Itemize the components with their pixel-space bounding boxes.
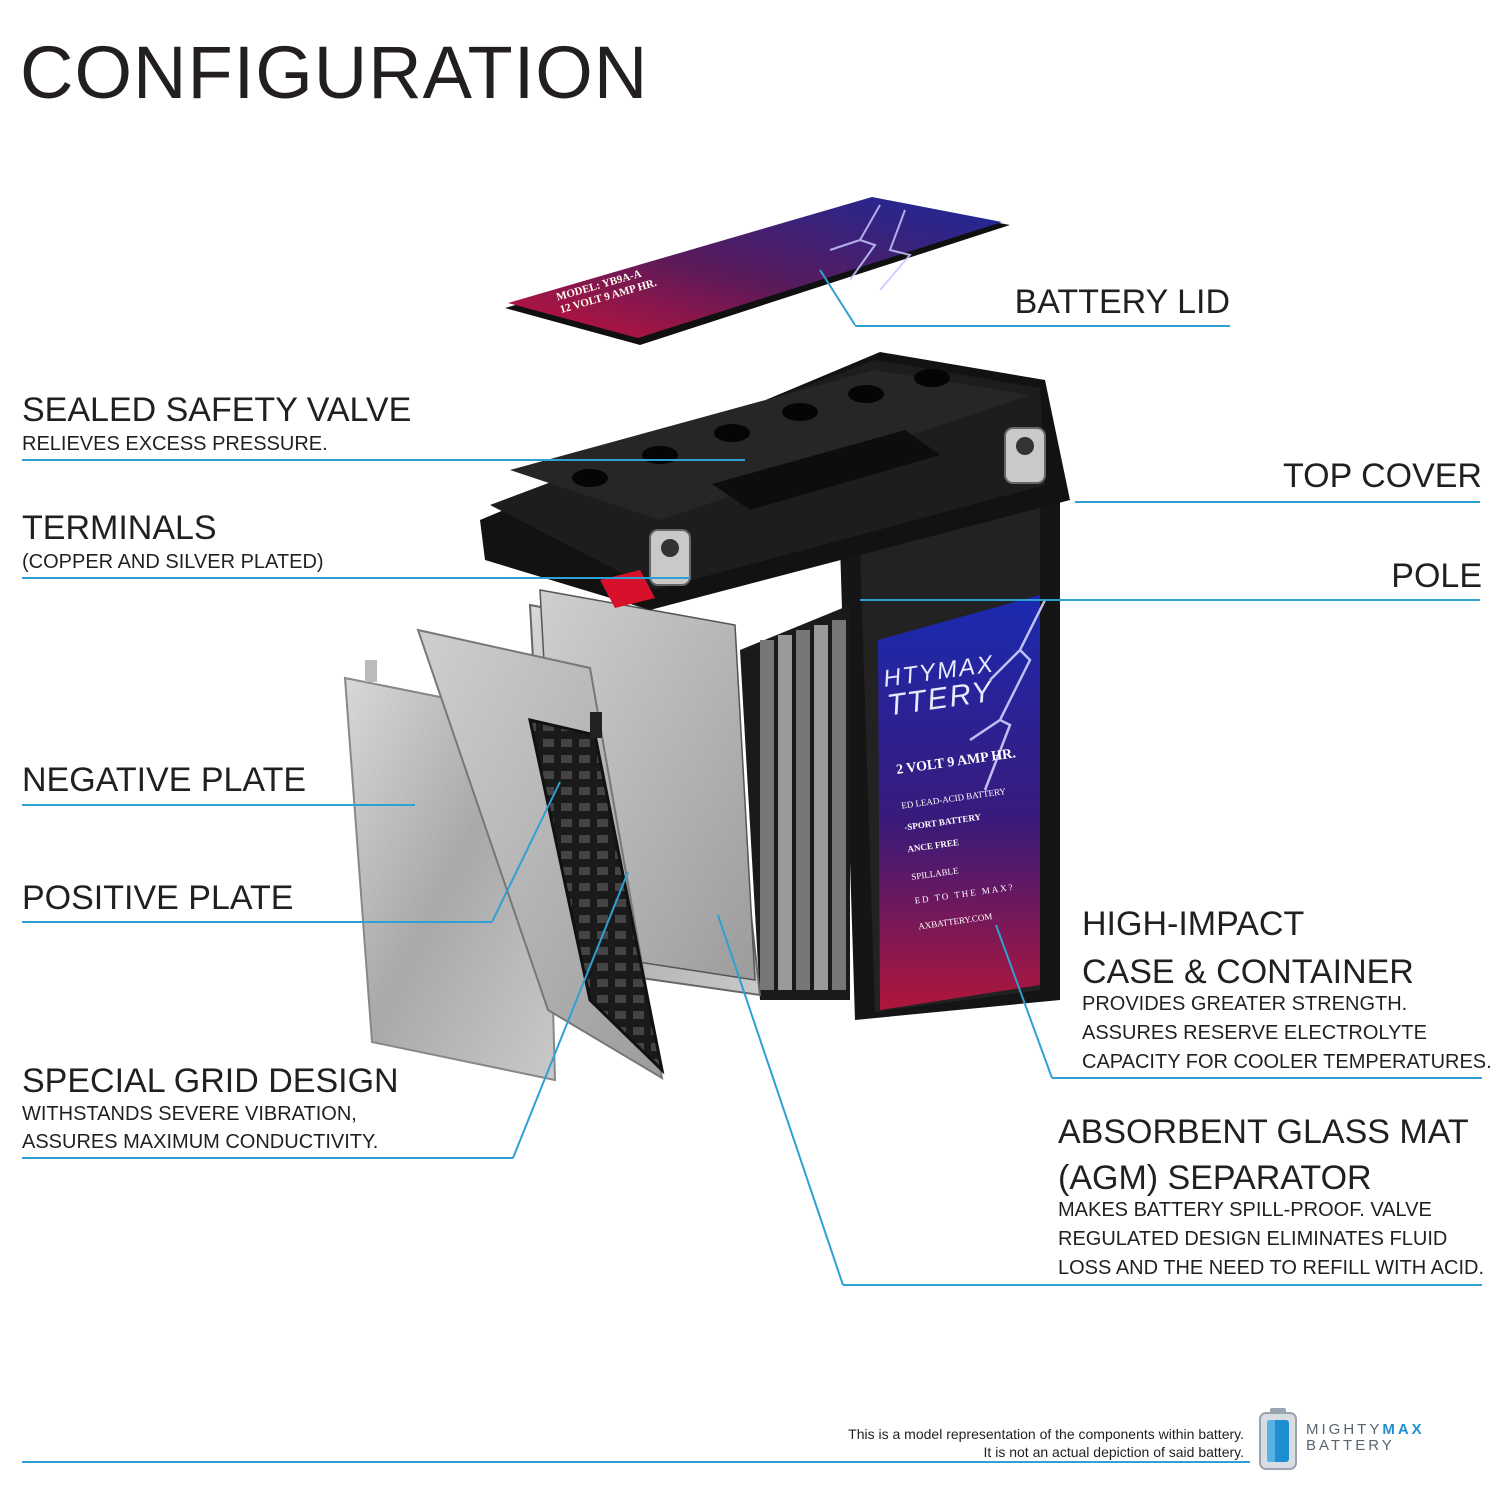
desc-sealed-safety-valve: RELIEVES EXCESS PRESSURE.	[22, 433, 328, 455]
footer-note-line1: This is a model representation of the co…	[848, 1426, 1244, 1442]
brand-battery: BATTERY	[1306, 1436, 1395, 1454]
label-top-cover: TOP COVER	[1282, 457, 1482, 495]
desc-agm-line2: REGULATED DESIGN ELIMINATES FLUID	[1058, 1228, 1448, 1250]
label-battery-lid: BATTERY LID	[1014, 283, 1230, 321]
positive-plate-graphic	[416, 628, 665, 1080]
top-cover-graphic	[480, 352, 1070, 610]
desc-high-impact-line2: ASSURES RESERVE ELECTROLYTE	[1082, 1022, 1427, 1044]
label-high-impact-line1: HIGH-IMPACT	[1082, 905, 1305, 943]
label-agm-line1: ABSORBENT GLASS MAT	[1058, 1113, 1469, 1151]
label-terminals: TERMINALS	[22, 509, 217, 547]
case-spec: 2 VOLT 9 AMP HR.	[895, 746, 1017, 778]
battery-case-graphic	[840, 500, 1060, 1020]
label-pole: POLE	[1391, 557, 1482, 595]
desc-agm-line3: LOSS AND THE NEED TO REFILL WITH ACID.	[1058, 1257, 1485, 1279]
desc-terminals: (COPPER AND SILVER PLATED)	[22, 551, 324, 573]
battery-logo-icon	[1258, 1408, 1298, 1472]
footer-note: This is a model representation of the co…	[848, 1426, 1244, 1461]
battery-lid-graphic	[505, 197, 1010, 345]
case-line5: ED TO THE MAX?	[914, 881, 1016, 906]
label-special-grid-design: SPECIAL GRID DESIGN	[22, 1062, 399, 1100]
label-negative-plate: NEGATIVE PLATE	[22, 761, 307, 799]
page-title: CONFIGURATION	[20, 31, 649, 114]
footer-note-line2: It is not an actual depiction of said ba…	[983, 1443, 1244, 1460]
label-positive-plate: POSITIVE PLATE	[22, 879, 294, 917]
label-high-impact-line2: CASE & CONTAINER	[1082, 953, 1414, 991]
desc-agm-line1: MAKES BATTERY SPILL-PROOF. VALVE	[1058, 1199, 1432, 1221]
desc-high-impact-line3: CAPACITY FOR COOLER TEMPERATURES.	[1082, 1051, 1492, 1073]
brand-mighty: MIGHTY	[1306, 1421, 1383, 1438]
desc-special-grid-line2: ASSURES MAXIMUM CONDUCTIVITY.	[22, 1131, 379, 1153]
brand-max: MAX	[1382, 1421, 1425, 1438]
label-agm-line2: (AGM) SEPARATOR	[1058, 1159, 1372, 1197]
footer-brand-logo: MIGHTYMAX BATTERY	[1306, 1422, 1425, 1454]
label-sealed-safety-valve: SEALED SAFETY VALVE	[22, 391, 412, 429]
desc-special-grid-line1: WITHSTANDS SEVERE VIBRATION,	[22, 1103, 357, 1125]
desc-high-impact-line1: PROVIDES GREATER STRENGTH.	[1082, 993, 1408, 1015]
leader-battery-lid	[855, 325, 1230, 327]
